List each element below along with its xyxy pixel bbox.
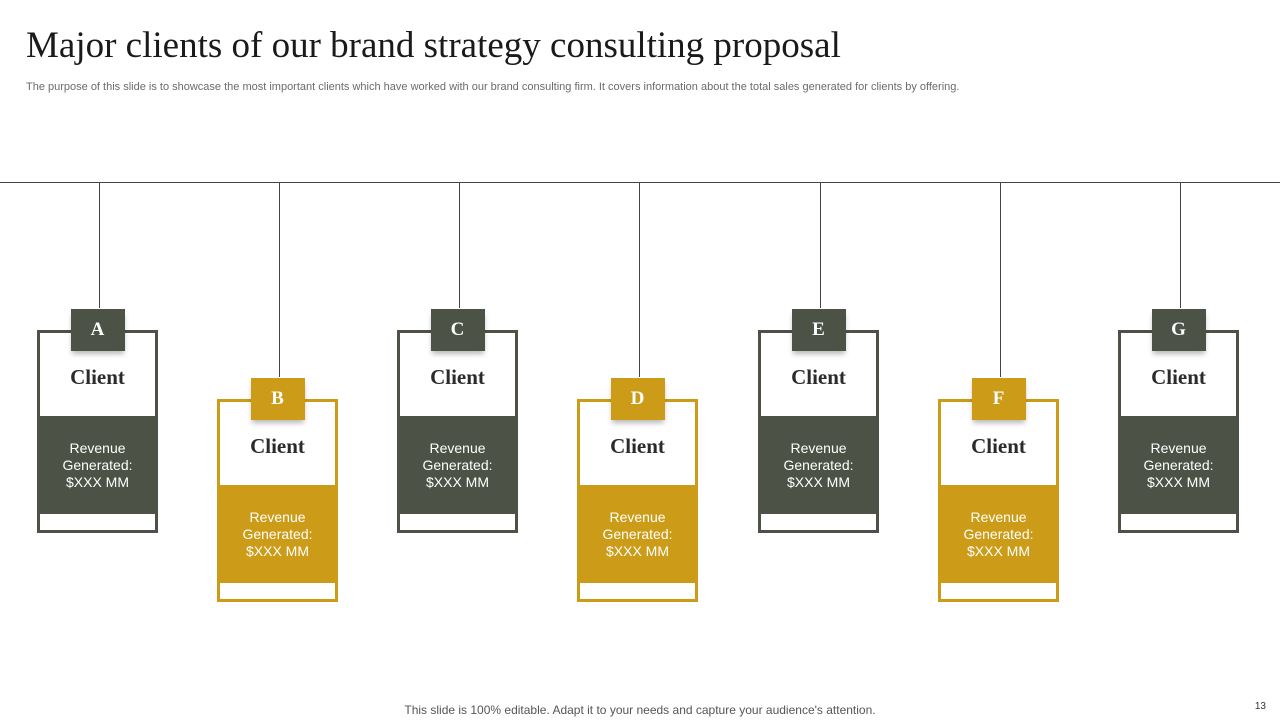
client-name: Client (430, 365, 485, 389)
hang-line-c (459, 182, 460, 308)
client-tag: G (1151, 309, 1206, 351)
client-card-g: G Client Revenue Generated: $XXX MM (1118, 309, 1239, 533)
client-tag: F (971, 378, 1026, 420)
revenue-panel: Revenue Generated: $XXX MM (941, 485, 1056, 583)
hang-line-b (279, 182, 280, 377)
client-name: Client (610, 434, 665, 458)
client-name: Client (971, 434, 1026, 458)
slide-subtitle: The purpose of this slide is to showcase… (26, 81, 960, 93)
hang-line-e (820, 182, 821, 308)
revenue-panel: Revenue Generated: $XXX MM (1121, 416, 1236, 514)
client-card-f: F Client Revenue Generated: $XXX MM (938, 378, 1059, 602)
client-card-b: B Client Revenue Generated: $XXX MM (217, 378, 338, 602)
revenue-panel: Revenue Generated: $XXX MM (220, 485, 335, 583)
client-name: Client (1151, 365, 1206, 389)
hang-line-f (1000, 182, 1001, 377)
client-tag: E (791, 309, 846, 351)
revenue-text: Revenue Generated: $XXX MM (963, 508, 1034, 559)
slide-title: Major clients of our brand strategy cons… (26, 25, 841, 66)
client-tag: C (430, 309, 485, 351)
revenue-panel: Revenue Generated: $XXX MM (580, 485, 695, 583)
client-card-c: C Client Revenue Generated: $XXX MM (397, 309, 518, 533)
revenue-text: Revenue Generated: $XXX MM (602, 508, 673, 559)
revenue-text: Revenue Generated: $XXX MM (783, 439, 854, 490)
hang-line-a (99, 182, 100, 308)
hang-line-d (639, 182, 640, 377)
client-tag: D (610, 378, 665, 420)
revenue-text: Revenue Generated: $XXX MM (62, 439, 133, 490)
client-tag: B (250, 378, 305, 420)
client-name: Client (791, 365, 846, 389)
client-card-e: E Client Revenue Generated: $XXX MM (758, 309, 879, 533)
client-card-d: D Client Revenue Generated: $XXX MM (577, 378, 698, 602)
revenue-panel: Revenue Generated: $XXX MM (40, 416, 155, 514)
hang-line-g (1180, 182, 1181, 308)
revenue-panel: Revenue Generated: $XXX MM (400, 416, 515, 514)
revenue-text: Revenue Generated: $XXX MM (242, 508, 313, 559)
client-name: Client (70, 365, 125, 389)
client-name: Client (250, 434, 305, 458)
hanging-rail (0, 182, 1280, 183)
page-number: 13 (1254, 701, 1266, 712)
client-tag: A (70, 309, 125, 351)
slide-footer: This slide is 100% editable. Adapt it to… (404, 703, 876, 717)
revenue-text: Revenue Generated: $XXX MM (422, 439, 493, 490)
revenue-panel: Revenue Generated: $XXX MM (761, 416, 876, 514)
revenue-text: Revenue Generated: $XXX MM (1143, 439, 1214, 490)
client-card-a: A Client Revenue Generated: $XXX MM (37, 309, 158, 533)
